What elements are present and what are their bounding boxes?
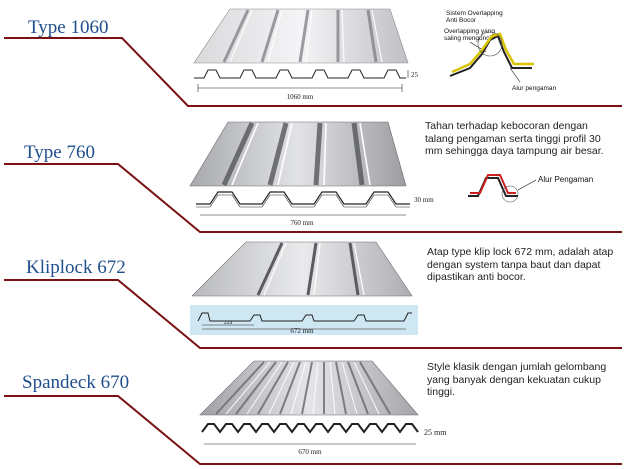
dim-sub-kliplock: 224 — [224, 320, 233, 326]
roof-sheet-1060-image — [193, 8, 409, 64]
type-label-kliplock: Kliplock 672 — [26, 257, 126, 278]
description-spandeck: Style klasik dengan jumlah gelombang yan… — [427, 361, 607, 398]
dim-width-1060: 1060 mm — [287, 93, 314, 101]
alur-label-1060: Alur pengaman — [512, 85, 556, 92]
roof-sheet-spandeck-image — [199, 360, 419, 416]
roof-sheet-760-image — [189, 121, 407, 187]
leader-line-760 — [4, 163, 622, 233]
profile-1060-diagram: 1060 mm 25 mm — [194, 69, 420, 101]
overlap-note-line1: Overlapping yang — [444, 28, 495, 35]
profile-kliplock-diagram: 224 672 mm — [197, 312, 412, 335]
profile-760-diagram: 760 mm 30 mm — [196, 191, 434, 227]
profile-spandeck-diagram: 670 mm 25 mm — [201, 423, 447, 456]
overlap-detail-diagram: Sistem Overlapping Anti Bocor Overlappin… — [444, 10, 556, 92]
dim-height-1060: 25 mm — [411, 71, 420, 79]
alur-label-760: Alur Pengaman — [538, 175, 593, 184]
description-kliplock: Atap type klip lock 672 mm, adalah atap … — [427, 246, 614, 283]
description-760: Tahan terhadap kebocoran dengan talang p… — [425, 120, 604, 157]
dim-height-spandeck: 25 mm — [424, 428, 447, 437]
type-label-1060: Type 1060 — [28, 17, 109, 38]
roof-sheet-kliplock-image — [191, 241, 413, 297]
dim-height-760: 30 mm — [414, 196, 434, 204]
kliplock-profile-band — [190, 305, 418, 335]
overlap-title-line1: Sistem Overlapping — [446, 10, 503, 17]
overlap-title-line2: Anti Bocor — [446, 17, 477, 24]
dim-width-760: 760 mm — [290, 219, 314, 227]
type-label-spandeck: Spandeck 670 — [22, 372, 130, 393]
leader-line-kliplock — [4, 279, 622, 349]
leader-line-1060 — [4, 37, 622, 107]
alur-detail-760-diagram: Alur Pengaman — [468, 174, 593, 203]
dim-width-kliplock: 672 mm — [290, 327, 314, 335]
type-label-760: Type 760 — [24, 142, 95, 163]
leader-line-spandeck — [4, 395, 622, 465]
overlap-note-line2: saling mengunci — [444, 35, 491, 42]
dim-width-spandeck: 670 mm — [298, 448, 322, 456]
